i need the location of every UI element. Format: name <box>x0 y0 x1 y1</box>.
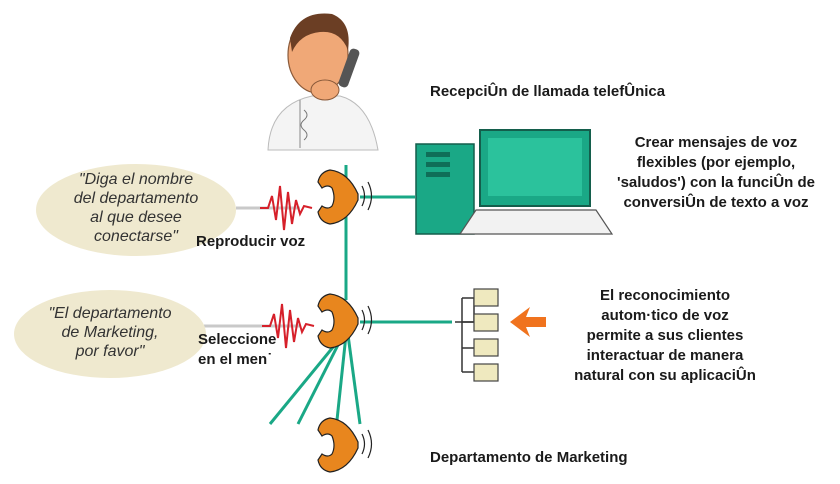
department-label: Departamento de Marketing <box>430 449 628 466</box>
arrow-icon <box>510 307 546 337</box>
asr-line: autom·tico de voz <box>601 307 729 324</box>
sound-wave-icon <box>262 303 315 349</box>
bubble-bottom-text: "El departamento de Marketing, por favor… <box>22 304 198 361</box>
asr-line: natural con su aplicaciÛn <box>574 367 756 384</box>
bubble-top-text: "Diga el nombre del departamento al que … <box>44 170 228 246</box>
phone-icon <box>317 169 373 225</box>
menu-tree-icon <box>455 288 499 382</box>
asr-description: El reconocimiento autom·tico de voz perm… <box>560 286 770 386</box>
bubble-bottom-line: por favor" <box>75 343 145 360</box>
asr-line: interactuar de manera <box>586 347 744 364</box>
phone-icon <box>317 293 373 349</box>
bubble-top-line: al que desee <box>90 209 182 226</box>
bubble-top-line: conectarse" <box>94 228 178 245</box>
network-lines <box>268 165 452 425</box>
tts-line: flexibles (por ejemplo, <box>636 154 796 171</box>
select-menu-line: en el men˙ <box>198 351 273 368</box>
phone-icon <box>317 417 373 473</box>
computer-icon <box>415 129 614 235</box>
sound-wave-icon <box>260 185 313 231</box>
bubble-bottom-line: "El departamento <box>48 305 172 322</box>
asr-line: permite a sus clientes <box>586 327 744 344</box>
asr-line: El reconocimiento <box>599 287 731 304</box>
page-title: RecepciÛn de llamada telefÛnica <box>430 83 666 100</box>
play-voice-label: Reproducir voz <box>196 233 306 250</box>
tts-line: Crear mensajes de voz <box>634 134 798 151</box>
bubble-bottom-line: de Marketing, <box>61 324 159 341</box>
speech-bubble-top <box>36 164 236 256</box>
tts-line: conversiÛn de texto a voz <box>623 194 809 211</box>
select-menu-label: Seleccione en el men˙ <box>198 330 276 370</box>
tts-description: Crear mensajes de voz flexibles (por eje… <box>592 133 840 213</box>
speech-bubble-bottom <box>14 290 206 378</box>
bubble-top-line: del departamento <box>73 190 199 207</box>
select-menu-line: Seleccione <box>198 331 277 348</box>
receptionist-person <box>267 13 379 151</box>
bubble-top-line: "Diga el nombre <box>78 171 194 188</box>
tts-line: 'saludos') con la funciÛn de <box>617 174 815 191</box>
